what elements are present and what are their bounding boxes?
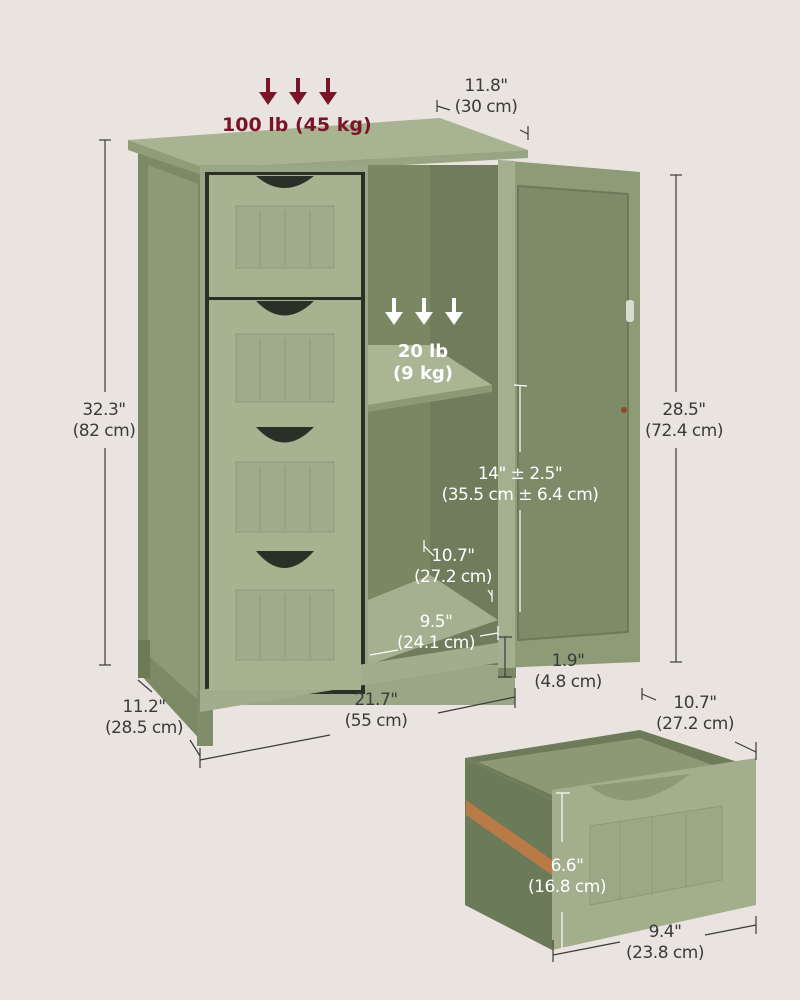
dim-drawer-depth-metric: (27.2 cm) [656,714,734,734]
dim-leg-height-imperial: 1.9" [551,651,585,671]
dim-top-depth-metric: (30 cm) [454,97,518,117]
dim-shelf-adjust-imperial: 14" ± 2.5" [477,464,563,484]
shelf-load-label: 20 lb (9 kg) [388,341,458,385]
dim-drawer-height-metric: (16.8 cm) [528,877,606,897]
top-load-label: 100 lb (45 kg) [222,114,372,136]
drawer-slide-rail [466,800,552,875]
door-magnet-catch [626,300,634,322]
shelf-load-imperial: 20 lb [397,341,449,362]
top-load-arrows [259,78,337,106]
dim-base-depth-metric: (28.5 cm) [105,718,183,738]
dim-inner-depth-metric: (27.2 cm) [414,567,492,587]
dim-total-width: 21.7" (55 cm) [334,690,418,732]
dimension-lines [99,100,757,962]
dim-total-height-imperial: 32.3" [82,400,126,420]
shelf-load-metric: (9 kg) [392,363,454,384]
dim-shelf-adjust-metric: (35.5 cm ± 6.4 cm) [441,485,599,505]
dim-total-width-metric: (55 cm) [344,711,408,731]
dim-door-height-metric: (72.4 cm) [645,421,723,441]
dim-door-height: 28.5" (72.4 cm) [634,400,734,442]
detached-drawer [465,730,756,950]
dim-drawer-width: 9.4" (23.8 cm) [618,922,712,964]
dimension-lines-white [369,384,570,948]
dim-leg-height-metric: (4.8 cm) [534,672,602,692]
dim-shelf-adjust: 14" ± 2.5" (35.5 cm ± 6.4 cm) [430,464,610,506]
dim-base-depth-imperial: 11.2" [122,697,166,717]
down-arrow-icon [445,298,463,326]
dim-drawer-depth-imperial: 10.7" [673,693,717,713]
drawer-4-handle-cutout[interactable] [256,551,314,568]
dim-drawer-depth: 10.7" (27.2 cm) [648,693,742,735]
dim-leg-height: 1.9" (4.8 cm) [526,651,610,693]
drawer-1[interactable] [209,175,361,297]
dim-inner-depth: 10.7" (27.2 cm) [408,546,498,588]
dim-inner-depth-imperial: 10.7" [431,546,475,566]
down-arrow-icon [415,298,433,326]
drawer-2-handle-cutout[interactable] [256,301,314,316]
down-arrow-icon [289,78,307,106]
down-arrow-icon [385,298,403,326]
drawer-1-handle-cutout[interactable] [256,176,314,188]
drawer-3-handle-cutout[interactable] [256,427,314,443]
drawer-stack [209,175,361,690]
shelf-load-arrows [385,298,463,326]
drawer-4[interactable] [209,550,361,690]
cabinet-top [128,118,528,168]
dim-total-height: 32.3" (82 cm) [58,400,150,442]
drawer-2[interactable] [209,300,361,432]
door-knob [621,407,627,413]
dim-drawer-width-imperial: 9.4" [648,922,682,942]
drawer-3[interactable] [209,426,361,562]
dim-base-depth: 11.2" (28.5 cm) [98,697,190,739]
dim-total-height-metric: (82 cm) [72,421,136,441]
dim-inner-width-metric: (24.1 cm) [397,633,475,653]
dim-drawer-height-imperial: 6.6" [550,856,584,876]
dim-total-width-imperial: 21.7" [354,690,398,710]
dim-drawer-width-metric: (23.8 cm) [626,943,704,963]
dim-top-depth-imperial: 11.8" [464,76,508,96]
dim-inner-width: 9.5" (24.1 cm) [392,612,480,654]
dim-inner-width-imperial: 9.5" [419,612,453,632]
dim-top-depth: 11.8" (30 cm) [446,76,526,118]
dim-door-height-imperial: 28.5" [662,400,706,420]
down-arrow-icon [319,78,337,106]
dim-drawer-height: 6.6" (16.8 cm) [522,856,612,898]
down-arrow-icon [259,78,277,106]
drawer-side-panel [465,758,552,950]
